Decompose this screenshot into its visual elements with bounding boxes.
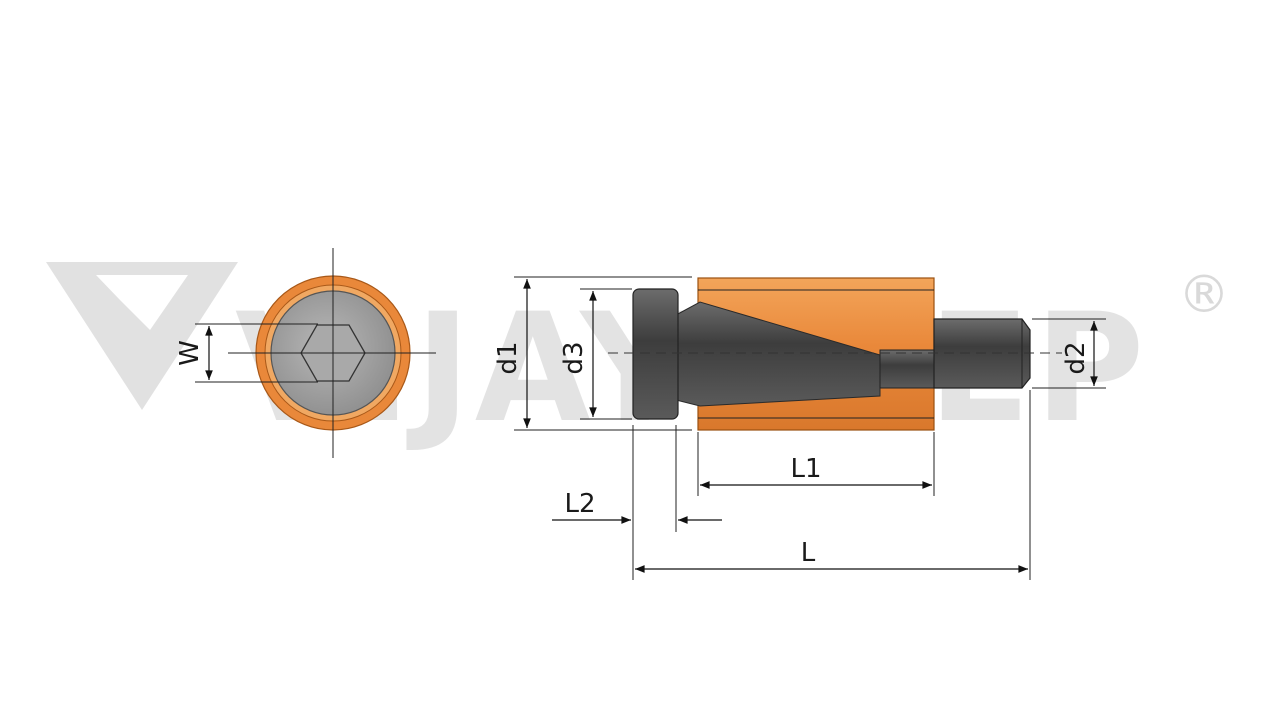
bolt-thread: [879, 349, 945, 389]
end-view: W: [175, 248, 436, 458]
dim-label-l1: L1: [790, 454, 821, 484]
dim-label-l: L: [801, 538, 816, 568]
dim-label-d3: d3: [559, 341, 589, 374]
watermark-logo-icon: [46, 262, 238, 410]
dim-label-d2: d2: [1061, 341, 1091, 374]
bolt-head: [632, 288, 679, 420]
dim-label-l2: L2: [564, 489, 595, 519]
dim-label-d1: d1: [493, 341, 523, 374]
watermark-registered-mark: ®: [1178, 265, 1230, 325]
dim-label-w: W: [175, 340, 205, 366]
side-view: d1 d3 d2 L1 L2 L: [493, 276, 1106, 580]
